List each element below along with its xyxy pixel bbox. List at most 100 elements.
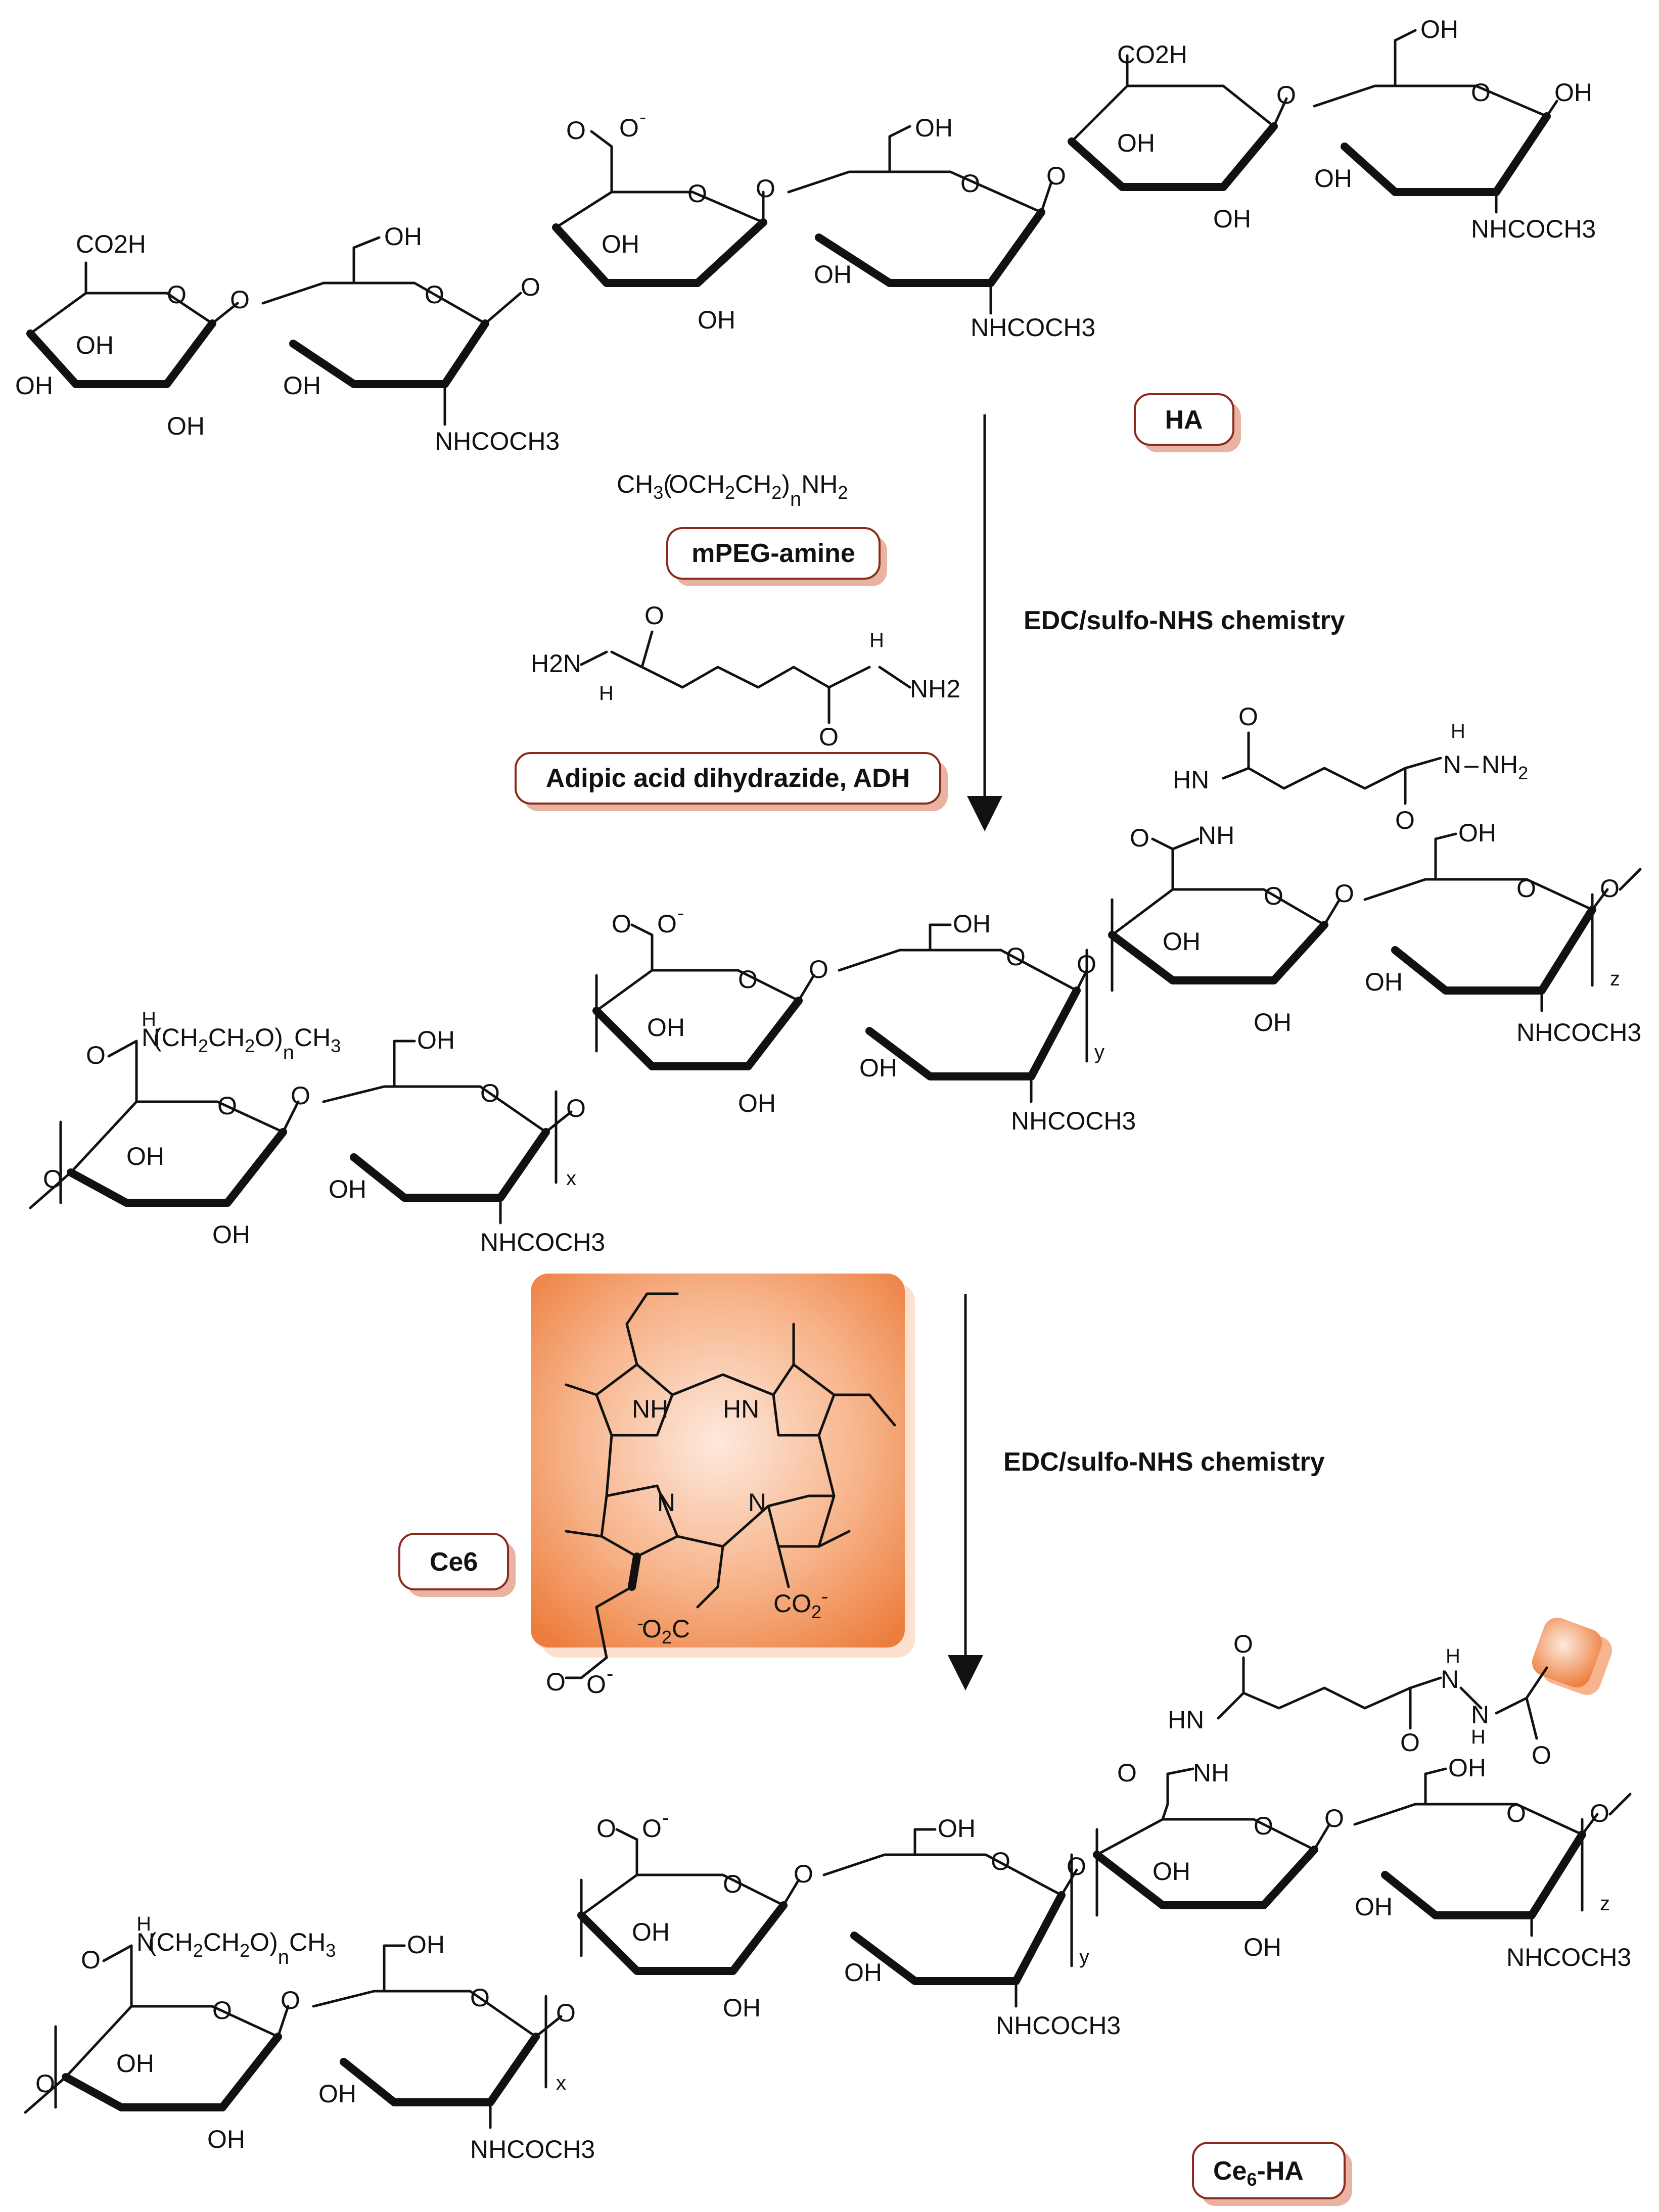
oh-text: OH xyxy=(1420,15,1458,43)
hn-text: HN xyxy=(1173,766,1209,794)
ce6ha-label-post: -HA xyxy=(1257,2156,1304,2186)
ring-o-text: O xyxy=(960,169,980,198)
ring-o-text: O xyxy=(738,965,758,994)
glyco-o-text: O xyxy=(1276,81,1296,109)
oh-text: OH xyxy=(1458,819,1496,847)
carbonyl-o-text: O xyxy=(81,1946,101,1974)
oh-text: OH xyxy=(814,260,852,289)
h-text: H xyxy=(869,629,884,651)
svg-text:CH3(OCH2CH2)nNH2: CH3(OCH2CH2)nNH2 xyxy=(617,470,848,510)
oh-text: OH xyxy=(384,222,422,251)
ce6-label-box: Ce6 xyxy=(398,1533,516,1597)
ring-o-text: O xyxy=(1264,882,1283,910)
glyco-o-text: O xyxy=(281,1986,300,2014)
glyco-o-text: O xyxy=(1067,1852,1086,1880)
carbonyl-o-text: O xyxy=(1130,824,1149,852)
ce6ha-label-pre: Ce xyxy=(1213,2156,1247,2186)
nhcoch3-text: NHCOCH3 xyxy=(1011,1107,1136,1135)
co2h-text: CO2H xyxy=(76,230,146,258)
carboxylate-o-text: O xyxy=(657,910,677,938)
ring-o-text: O xyxy=(480,1079,500,1107)
oh-text: OH xyxy=(212,1220,250,1249)
ring-o-text: O xyxy=(212,1996,232,2025)
oh-text: OH xyxy=(723,1994,761,2022)
oh-text: OH xyxy=(126,1142,164,1170)
oh-text: OH xyxy=(1213,205,1251,233)
subscript-x: x xyxy=(556,2072,566,2094)
oh-text: OH xyxy=(1448,1754,1486,1782)
carbonyl-o-text: O xyxy=(86,1041,106,1069)
svg-text:-: - xyxy=(677,902,684,924)
mpeg-amine-reagent: CH3(OCH2CH2)nNH2 mPEG-amine xyxy=(617,470,887,586)
carbonyl-o-text: O xyxy=(546,1668,566,1696)
nhcoch3-text: NHCOCH3 xyxy=(470,2135,595,2163)
carbonyl-o-text: O xyxy=(1233,1630,1253,1658)
nhcoch3-text: NHCOCH3 xyxy=(971,313,1095,342)
oh-text: OH xyxy=(738,1089,776,1117)
subscript-z: z xyxy=(1610,968,1620,990)
adh-label: Adipic acid dihydrazide, ADH xyxy=(546,764,910,793)
ring-o-text: O xyxy=(470,1984,490,2012)
nh-text: NH xyxy=(632,1395,668,1423)
mpeg-label: mPEG-amine xyxy=(692,539,855,568)
oh-text: OH xyxy=(938,1814,976,1843)
ring-o-text: O xyxy=(1006,943,1026,971)
svg-text:NH(CH2CH2O)nCH3: NH(CH2CH2O)nCH3 xyxy=(142,1008,341,1064)
carboxylate-o-text: O xyxy=(619,114,639,142)
subscript-x: x xyxy=(566,1167,576,1190)
oh-text: OH xyxy=(1314,164,1352,193)
oh-text: OH xyxy=(1243,1933,1281,1961)
svg-text:NH(CH2CH2O)nCH3: NH(CH2CH2O)nCH3 xyxy=(136,1913,336,1968)
nhcoch3-text: NHCOCH3 xyxy=(1506,1943,1631,1971)
n-text: N xyxy=(1471,1701,1489,1729)
carbonyl-o-text: O xyxy=(566,116,586,145)
ring-o-text: O xyxy=(167,280,187,309)
condition-step-1: EDC/sulfo-NHS chemistry xyxy=(1024,606,1345,635)
oh-text: OH xyxy=(407,1931,445,1959)
carbonyl-o-text: O xyxy=(644,601,664,630)
chain-o-text: O xyxy=(1590,1799,1609,1827)
glyco-o-text: O xyxy=(521,273,540,301)
carbonyl-o-text: O xyxy=(1238,702,1258,731)
ce6-ha-label-box: Ce6-HA xyxy=(1192,2142,1352,2206)
oh-text: OH xyxy=(859,1054,897,1082)
condition-step-2: EDC/sulfo-NHS chemistry xyxy=(1003,1447,1325,1477)
carbonyl-o-text: O xyxy=(819,723,839,751)
oh-text: OH xyxy=(632,1918,670,1946)
glyco-o-text: O xyxy=(291,1081,310,1110)
carboxylate-o-text: O xyxy=(586,1670,606,1699)
nh-text: NH xyxy=(1193,1759,1229,1787)
glyco-o-text: O xyxy=(1046,162,1066,190)
svg-text:-: - xyxy=(607,1663,613,1685)
carbonyl-o-text: O xyxy=(596,1814,616,1843)
svg-text:-: - xyxy=(637,1612,643,1634)
oh-text: OH xyxy=(1365,968,1403,996)
oh-text: OH xyxy=(417,1026,455,1054)
chain-o-text: O xyxy=(1600,874,1620,903)
nhcoch3-text: NHCOCH3 xyxy=(435,427,560,455)
nh-text: NH xyxy=(1198,821,1234,850)
carbonyl-o-text: O xyxy=(1532,1741,1551,1769)
n-text: N xyxy=(657,1488,675,1517)
oh-text: OH xyxy=(953,910,991,938)
svg-text:-: - xyxy=(662,1807,669,1829)
h-text: H xyxy=(1446,1645,1460,1667)
oh-text: OH xyxy=(1163,927,1201,956)
co2h-text: CO2H xyxy=(1117,40,1187,69)
nhcoch3-text: NHCOCH3 xyxy=(1516,1018,1641,1047)
n-text: N xyxy=(748,1488,766,1517)
glyco-o-text: O xyxy=(556,1999,576,2027)
h-text: H xyxy=(599,682,614,704)
nhcoch3-text: NHCOCH3 xyxy=(480,1228,605,1256)
adh-reagent: H2N H O O H NH2 Adipic acid dihydrazide,… xyxy=(515,601,960,811)
carboxylate-o-text: O xyxy=(642,1814,662,1843)
adh-nh2-text: NH2 xyxy=(910,675,960,703)
carbonyl-o-text: O xyxy=(1400,1728,1420,1757)
oh-text: OH xyxy=(1254,1008,1292,1037)
oh-text: OH xyxy=(76,331,114,359)
svg-text:Ce6: Ce6 xyxy=(430,1547,478,1577)
glyco-o-text: O xyxy=(230,286,250,314)
n-text: N xyxy=(1441,1665,1459,1693)
subscript-y: y xyxy=(1079,1946,1089,1968)
